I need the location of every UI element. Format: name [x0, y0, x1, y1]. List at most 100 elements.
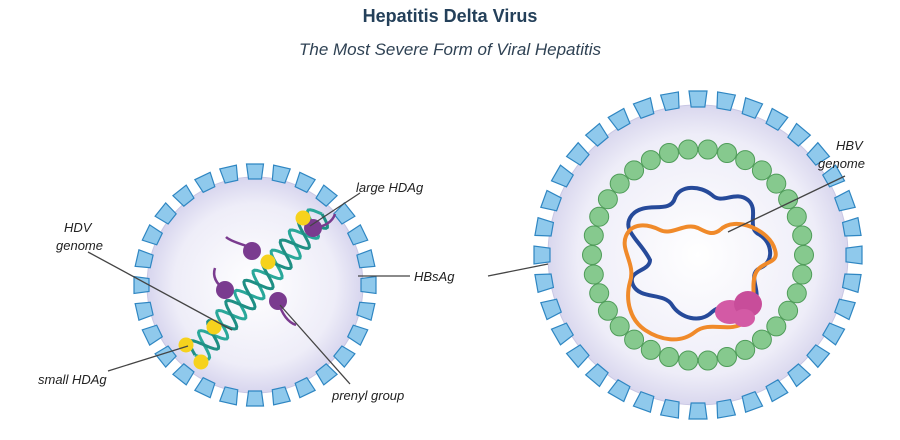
hbv-surface-antigens — [533, 90, 863, 420]
capsid-protein — [640, 150, 661, 171]
diagram-subtitle: The Most Severe Form of Viral Hepatitis — [298, 40, 601, 59]
hbsag-protein — [565, 141, 590, 166]
hbsag-protein — [632, 390, 655, 413]
capsid-protein — [794, 245, 814, 265]
large-hdag-protein — [243, 242, 261, 260]
hbv-genome — [622, 185, 778, 342]
hbsag-protein — [659, 91, 680, 112]
leader-small-hdag — [107, 345, 189, 372]
capsid-protein — [678, 350, 699, 371]
label-hbv-genome-line1: HBV — [836, 138, 864, 153]
capsid-protein — [597, 189, 618, 210]
hbsag-protein — [271, 386, 292, 406]
small-hdag-protein — [193, 354, 209, 370]
capsid-protein — [697, 350, 718, 371]
hbsag-protein — [833, 189, 856, 212]
hbsag-protein — [346, 223, 369, 246]
hbsag-protein — [540, 189, 563, 212]
hbv-capsid — [582, 139, 814, 371]
leader-prenyl-group — [279, 304, 351, 385]
hbsag-protein — [688, 90, 708, 108]
hbsag-protein — [534, 216, 555, 237]
small-hdag-proteins — [178, 210, 311, 370]
capsid-protein — [659, 347, 679, 367]
hbsag-protein — [845, 245, 863, 265]
hbsag-protein — [271, 164, 292, 184]
hbsag-protein — [134, 248, 154, 269]
hbsag-protein — [741, 97, 764, 120]
label-hbsag: HBsAg — [414, 269, 455, 284]
hbsag-protein — [294, 376, 317, 399]
large-hdag-protein — [269, 292, 287, 310]
hbsag-protein — [245, 390, 265, 407]
capsid-protein — [751, 329, 772, 350]
capsid-protein — [766, 316, 787, 337]
hbsag-protein — [315, 184, 338, 207]
hbsag-protein — [172, 184, 195, 207]
hdv-particle — [133, 163, 377, 407]
capsid-protein — [659, 143, 679, 163]
hbsag-protein — [632, 97, 655, 120]
hbsag-protein — [550, 322, 575, 346]
capsid-protein — [624, 160, 645, 181]
capsid-protein — [766, 173, 787, 194]
capsid-protein — [609, 173, 630, 194]
diagram-title: Hepatitis Delta Virus — [362, 6, 538, 26]
hbsag-protein — [841, 273, 862, 294]
capsid-protein — [786, 283, 807, 304]
hbsag-protein — [534, 273, 555, 294]
hbv-genome-strand-blue — [626, 185, 773, 321]
small-hdag-protein — [178, 337, 194, 353]
small-hdag-protein — [260, 254, 276, 270]
hbsag-protein — [134, 301, 154, 322]
capsid-protein — [697, 139, 718, 160]
capsid-protein — [589, 206, 610, 227]
capsid-protein — [792, 264, 813, 285]
hbsag-protein — [550, 164, 575, 188]
capsid-protein — [717, 143, 737, 163]
hbsag-protein — [154, 202, 177, 225]
capsid-protein — [786, 206, 807, 227]
leader-hbsag-right — [487, 263, 549, 277]
capsid-protein — [640, 339, 661, 360]
leader-hdv-genome — [87, 251, 233, 331]
hbsag-protein — [540, 298, 563, 321]
label-hdv-genome-line2: genome — [56, 238, 103, 253]
large-hdag-proteins — [212, 213, 337, 327]
hbsag-protein — [765, 107, 789, 132]
hbsag-protein — [607, 378, 631, 403]
hbsag-protein — [806, 141, 831, 166]
hbv-genome-strand-orange — [622, 222, 778, 342]
capsid-protein — [735, 339, 756, 360]
hbsag-protein — [533, 245, 551, 265]
hbsag-protein — [360, 275, 377, 295]
large-hdag-protein — [216, 281, 234, 299]
hbsag-protein — [716, 91, 737, 112]
capsid-protein — [582, 245, 602, 265]
hbsag-protein — [741, 390, 764, 413]
hbsag-protein — [193, 171, 216, 194]
label-large-hdag: large HDAg — [356, 180, 424, 195]
hbv-polymerase — [715, 291, 762, 327]
hbsag-protein — [841, 216, 862, 237]
hbsag-protein — [333, 345, 356, 368]
capsid-protein — [735, 150, 756, 171]
hbsag-protein — [787, 363, 812, 388]
capsid-protein — [678, 139, 699, 160]
capsid-protein — [609, 316, 630, 337]
capsid-protein — [624, 329, 645, 350]
leader-large-hdag — [309, 192, 361, 227]
hbsag-protein — [141, 324, 164, 347]
hbsag-protein — [821, 164, 846, 188]
hbsag-protein — [607, 107, 631, 132]
hbsag-protein — [218, 164, 239, 184]
hbsag-protein — [356, 248, 376, 269]
large-hdag-protein — [304, 219, 322, 237]
hbv-particle — [533, 90, 863, 420]
hbsag-protein — [245, 163, 265, 180]
small-hdag-protein — [206, 319, 222, 335]
hbsag-protein — [584, 122, 609, 147]
label-hbv-genome-line2: genome — [818, 156, 865, 171]
